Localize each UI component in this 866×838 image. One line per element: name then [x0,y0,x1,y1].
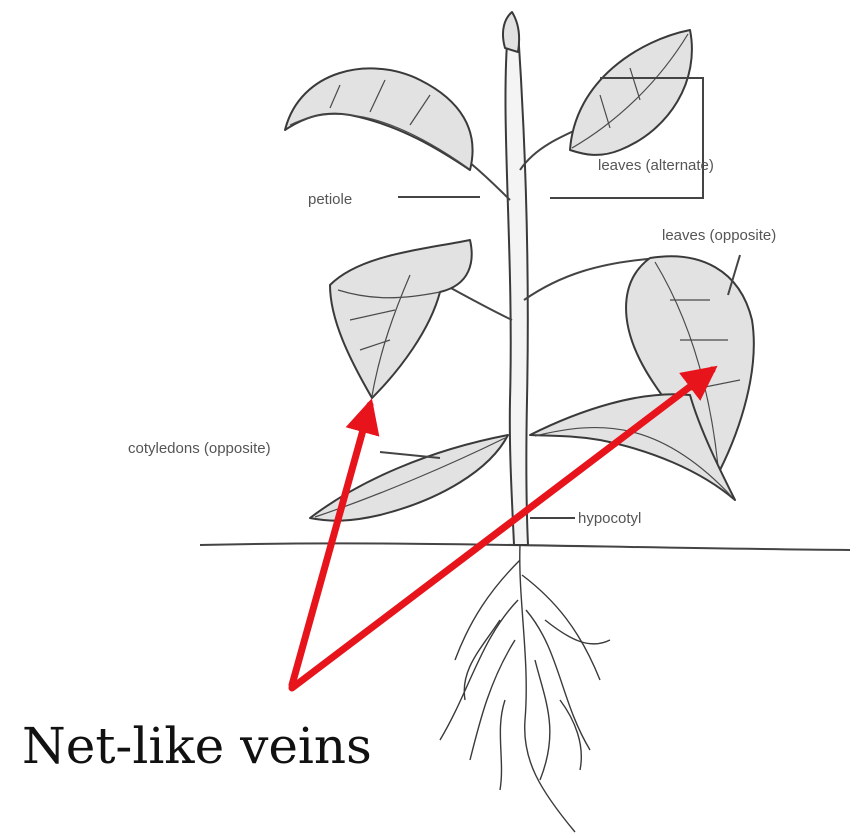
callout-arrows [292,370,712,688]
label-cotyledons: cotyledons (opposite) [128,440,271,457]
stem [505,30,528,545]
arrow-to-left-leaf [292,405,370,685]
callout-net-like-veins: Net-like veins [22,717,372,775]
leaf-mid-left [330,240,472,398]
arrow-to-right-leaf [292,370,712,688]
label-petiole: petiole [308,191,352,208]
leaf-upper-left [285,68,473,170]
roots [440,545,610,832]
label-leaves-alternate: leaves (alternate) [598,157,714,174]
leaf-upper-right [570,30,692,155]
label-hypocotyl: hypocotyl [578,510,641,527]
stem-bud [503,12,519,52]
label-leaves-opposite: leaves (opposite) [662,227,776,244]
